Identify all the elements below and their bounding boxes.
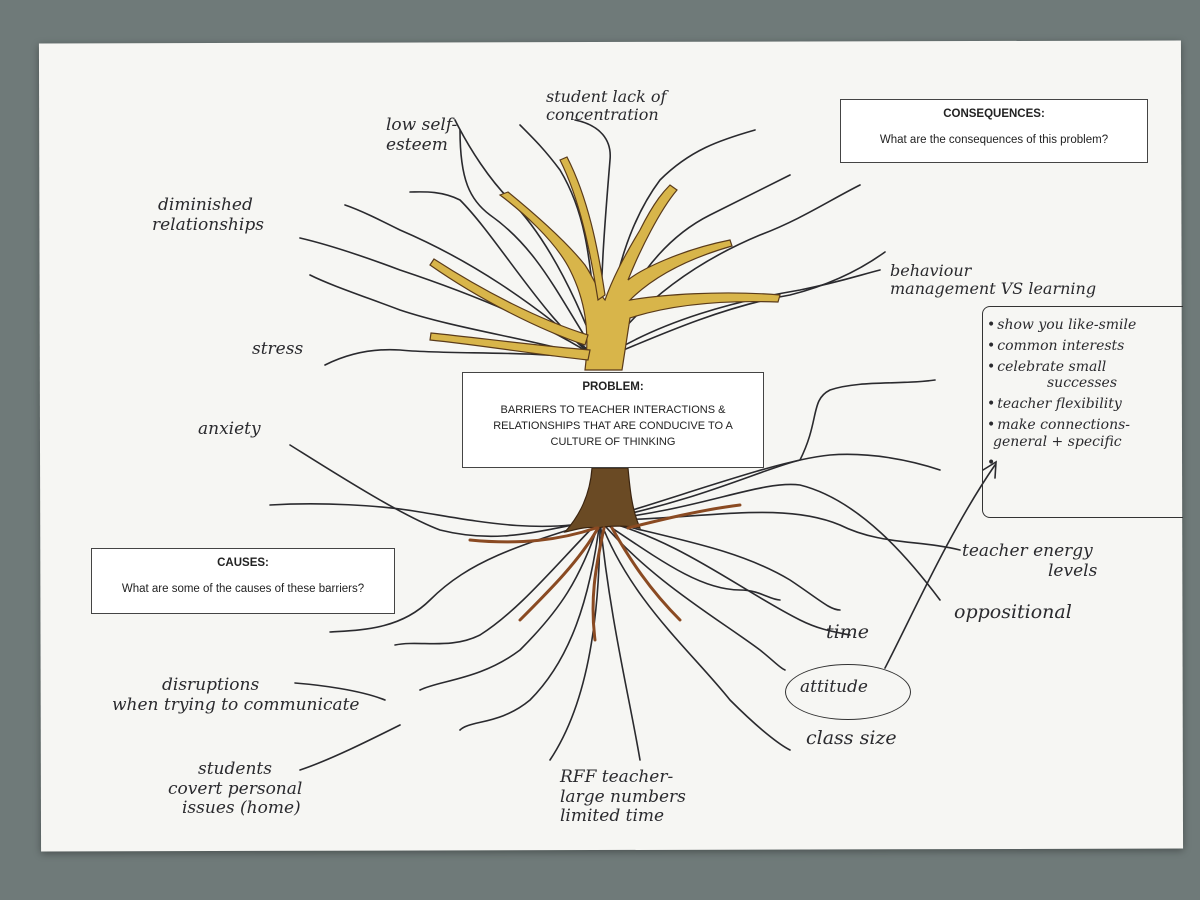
root-main bbox=[518, 526, 600, 622]
root-main bbox=[591, 526, 606, 642]
note-stress: stress bbox=[252, 339, 304, 359]
root-line bbox=[459, 519, 601, 731]
note-low-self-esteem: low self- esteem bbox=[386, 115, 458, 155]
root-line bbox=[289, 444, 601, 538]
problem-text: BARRIERS TO TEACHER INTERACTIONS & RELAT… bbox=[493, 404, 733, 448]
root-line bbox=[269, 503, 601, 528]
branch-line bbox=[599, 269, 881, 361]
attitude-circle bbox=[785, 664, 911, 720]
root-line bbox=[599, 453, 941, 521]
note-student-concentration: student lack of concentration bbox=[546, 87, 667, 125]
list-item: common interests bbox=[987, 338, 1183, 355]
branch-line bbox=[344, 204, 601, 361]
root-line bbox=[599, 519, 786, 671]
note-teacher-energy: teacher energy levels bbox=[962, 541, 1098, 581]
root-line bbox=[394, 519, 601, 646]
note-time: time bbox=[826, 621, 869, 643]
note-disruptions: disruptions when trying to communicate bbox=[112, 675, 360, 715]
branch-line bbox=[459, 129, 601, 361]
root-main bbox=[626, 503, 742, 530]
root-line bbox=[599, 519, 851, 636]
note-class-size: class size bbox=[806, 727, 897, 749]
root-line bbox=[599, 519, 791, 751]
problem-box: PROBLEM: BARRIERS TO TEACHER INTERACTION… bbox=[462, 372, 764, 468]
list-item: teacher flexibility bbox=[987, 396, 1183, 413]
list-item: show you like-smile bbox=[987, 317, 1183, 334]
list-item bbox=[987, 455, 1183, 472]
note-attitude: attitude bbox=[800, 677, 868, 697]
note-anxiety: anxiety bbox=[198, 419, 261, 439]
root-line bbox=[599, 511, 961, 551]
causes-heading: CAUSES: bbox=[217, 557, 269, 569]
trunk-lower bbox=[563, 467, 642, 533]
main-bough-left-low bbox=[429, 332, 591, 361]
consequences-question: What are the consequences of this proble… bbox=[879, 134, 1109, 146]
solutions-list: show you like-smile common interests cel… bbox=[987, 317, 1183, 471]
consequences-box: CONSEQUENCES: What are the consequences … bbox=[840, 99, 1148, 163]
root-line bbox=[419, 519, 601, 691]
root-line bbox=[599, 379, 936, 521]
causes-box: CAUSES: What are some of the causes of t… bbox=[91, 548, 395, 614]
trunk bbox=[498, 184, 781, 371]
note-diminished-relationships: diminished relationships bbox=[152, 195, 264, 235]
problem-heading: PROBLEM: bbox=[582, 381, 644, 393]
solutions-list-box: show you like-smile common interests cel… bbox=[982, 306, 1183, 518]
root-main bbox=[468, 526, 598, 544]
note-students-covert: students covert personal issues (home) bbox=[168, 759, 303, 819]
main-bough-mid bbox=[559, 156, 606, 302]
root-line bbox=[599, 519, 641, 761]
root-line bbox=[599, 519, 781, 601]
causes-question: What are some of the causes of these bar… bbox=[121, 583, 365, 595]
root-line bbox=[549, 519, 601, 761]
branch-line bbox=[454, 119, 601, 361]
consequences-heading: CONSEQUENCES: bbox=[943, 108, 1045, 120]
root-line bbox=[599, 483, 941, 601]
connector-line bbox=[294, 682, 386, 701]
note-rff-teacher: RFF teacher- large numbers limited time bbox=[560, 767, 686, 827]
main-bough-left bbox=[429, 258, 589, 346]
note-oppositional: oppositional bbox=[954, 601, 1072, 623]
list-item: make connections-general + specific bbox=[987, 417, 1183, 451]
arrow-line bbox=[884, 464, 996, 669]
root-main bbox=[610, 526, 682, 622]
connector-line bbox=[299, 724, 401, 771]
root-line bbox=[599, 519, 841, 611]
note-behaviour-management: behaviour management VS learning bbox=[890, 261, 1097, 299]
